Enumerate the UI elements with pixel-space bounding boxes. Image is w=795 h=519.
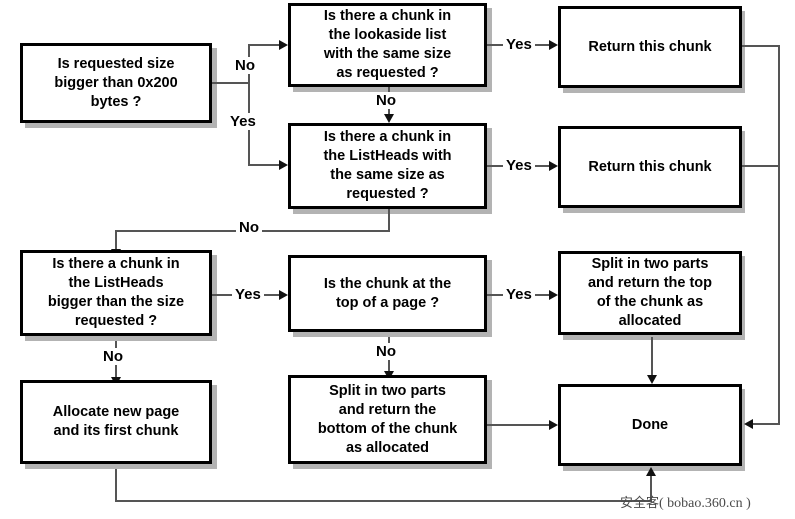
arrowhead-split-top-done: [647, 375, 657, 384]
edge-label-yes: Yes: [232, 286, 264, 303]
edge-label-no: No: [232, 57, 258, 74]
node-label: Allocate new page and its first chunk: [52, 404, 180, 439]
node-label: Is the chunk at the top of a page ?: [323, 275, 452, 311]
edge-requested-no: [248, 44, 282, 46]
edge-label-no: No: [100, 348, 126, 365]
node-label: Done: [631, 416, 669, 433]
node-chunk-top-of-page[interactable]: Is the chunk at the top of a page ?: [288, 255, 487, 332]
watermark-cn-text: 安全客: [620, 496, 660, 511]
edge-label-yes: Yes: [503, 286, 535, 303]
edge-requested-yes: [248, 164, 282, 166]
edge-requested-branch-spine: [248, 44, 250, 166]
node-label: Is there a chunk in the lookaside list w…: [323, 8, 452, 81]
edge-split-top-to-done: [651, 337, 653, 379]
node-listheads-bigger[interactable]: Is there a chunk in the ListHeads bigger…: [20, 250, 212, 336]
node-lookaside-same-size[interactable]: Is there a chunk in the lookaside list w…: [288, 3, 487, 87]
node-requested-size[interactable]: Is requested size bigger than 0x200 byte…: [20, 43, 212, 123]
edge-right-rail-into-done: [752, 423, 780, 425]
edge-bottom-rail: [115, 500, 652, 502]
arrowhead-to-return-chunk-2: [549, 161, 558, 171]
node-label: Is there a chunk in the ListHeads bigger…: [47, 256, 185, 329]
arrowhead-to-split-top: [549, 290, 558, 300]
watermark: 安全客( bobao.360.cn ): [620, 492, 751, 512]
arrowhead-to-listheads-same: [279, 160, 288, 170]
node-return-chunk-2[interactable]: Return this chunk: [558, 126, 742, 208]
arrowhead-rail-into-done: [744, 419, 753, 429]
node-label: Return this chunk: [588, 158, 712, 175]
arrowhead-to-lookaside: [279, 40, 288, 50]
edge-listheads-same-no-down: [388, 209, 390, 232]
node-allocate-new-page[interactable]: Allocate new page and its first chunk: [20, 380, 212, 464]
node-split-return-bottom[interactable]: Split in two parts and return the bottom…: [288, 375, 487, 464]
node-return-chunk-1[interactable]: Return this chunk: [558, 6, 742, 88]
edge-listheads-same-no-into: [115, 230, 117, 256]
edge-requested-out: [212, 82, 250, 84]
edge-label-no: No: [373, 92, 399, 109]
edge-label-no: No: [373, 343, 399, 360]
node-label: Is requested size bigger than 0x200 byte…: [54, 55, 178, 110]
edge-label-yes: Yes: [503, 36, 535, 53]
node-split-return-top[interactable]: Split in two parts and return the top of…: [558, 251, 742, 335]
arrowhead-split-bottom-done: [549, 420, 558, 430]
node-done[interactable]: Done: [558, 384, 742, 466]
node-label: Split in two parts and return the top of…: [587, 256, 713, 329]
node-label: Split in two parts and return the bottom…: [317, 382, 458, 456]
arrowhead-to-return-chunk-1: [549, 40, 558, 50]
edge-return-chunk-2-right: [742, 165, 780, 167]
arrowhead-bottom-into-done: [646, 467, 656, 476]
arrowhead-to-top-of-page: [279, 290, 288, 300]
edge-label-yes: Yes: [503, 157, 535, 174]
edge-label-yes: Yes: [227, 113, 259, 130]
edge-right-rail-1: [778, 45, 780, 424]
node-listheads-same-size[interactable]: Is there a chunk in the ListHeads with t…: [288, 123, 487, 209]
arrowhead-lookaside-no: [384, 114, 394, 123]
edge-label-no: No: [236, 219, 262, 236]
node-label: Is there a chunk in the ListHeads with t…: [323, 129, 452, 202]
edge-split-bottom-to-done: [487, 424, 552, 426]
edge-bottom-rail-up: [650, 471, 652, 501]
node-label: Return this chunk: [588, 38, 712, 55]
edge-allocate-down: [115, 469, 117, 502]
edge-return-chunk-1-right: [742, 45, 780, 47]
watermark-url-text: ( bobao.360.cn ): [659, 496, 751, 511]
